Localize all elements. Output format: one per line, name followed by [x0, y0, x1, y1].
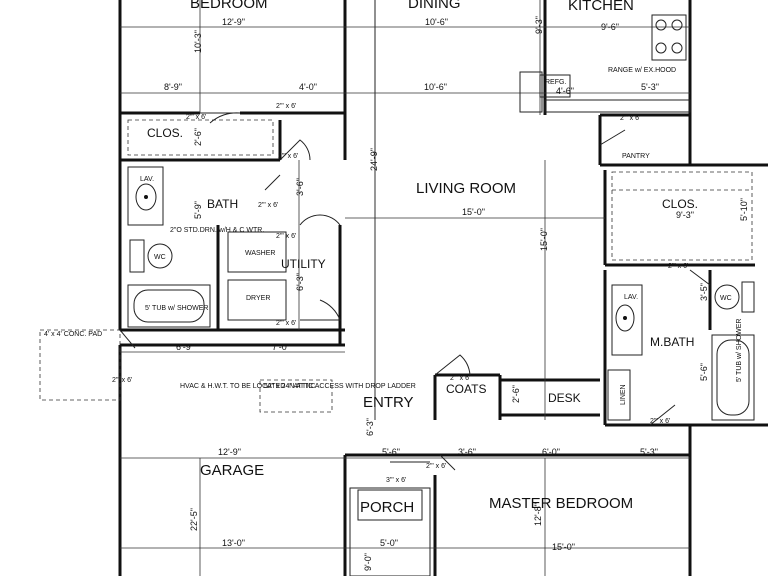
room-clos-right: CLOS. [662, 197, 698, 211]
dim-row2-b: 4'-0" [299, 82, 317, 92]
dim-closr-h: 5'-10" [739, 198, 749, 221]
door-swings [119, 112, 711, 471]
refg-label: REFG. [545, 79, 566, 86]
door-label: 2'" x 6' [276, 320, 296, 327]
dim-desk: 2'-6" [511, 385, 521, 403]
door-label: 2'" x 6' [650, 418, 670, 425]
dim-row5-d: 5'-3" [640, 447, 658, 457]
tub-right-label: 5' TUB w/ SHOWER [736, 319, 743, 382]
room-coats: COATS [446, 382, 486, 396]
lav-left-label: LAV. [140, 176, 154, 183]
linen-label: LINEN [620, 384, 627, 405]
dim-porch-h: 9'-0" [363, 553, 373, 571]
note-attic: 52" x 24" ATTIC ACCESS WITH DROP LADDER [264, 383, 416, 390]
door-label: 2'" x 6' [186, 114, 206, 121]
room-dining: DINING [408, 0, 461, 12]
door-label: 3'" x 6' [386, 477, 406, 484]
dim-clos-l: 2'-6" [193, 128, 203, 146]
dim-closr-w: 9'-3" [676, 210, 694, 220]
dryer-label: DRYER [246, 295, 270, 302]
dim-util-b: 7'-0" [272, 342, 290, 352]
door-label: 2'" x 6' [258, 202, 278, 209]
walls [118, 0, 768, 576]
room-master-bedroom: MASTER BEDROOM [489, 495, 633, 512]
dim-bed-w: 12'-9" [222, 17, 245, 27]
room-m-bath: M.BATH [650, 335, 694, 349]
dim-util-h: 6'-3" [295, 273, 305, 291]
lav-right-label: LAV. [624, 294, 638, 301]
room-desk: DESK [548, 391, 581, 405]
door-label: 2'" x 6' [276, 103, 296, 110]
dim-kit-refg: 4'-6" [556, 86, 574, 96]
dim-mbed-w: 15'-0" [552, 542, 575, 552]
door-label: 2'" x 6' [426, 463, 446, 470]
washer-label: WASHER [245, 250, 275, 257]
room-kitchen: KITCHEN [568, 0, 634, 14]
closet-shelving [127, 119, 753, 261]
notes: HVAC & H.W.T. TO BE LOCATED IN ATTIC 52"… [170, 227, 416, 413]
fixtures [39, 14, 755, 521]
dim-liv-h2: 15'-0" [539, 228, 549, 251]
door-label: 2'" x 6' [668, 263, 688, 270]
door-label: 2'" x 6' [450, 375, 470, 382]
dim-row5-b: 3'-6" [458, 447, 476, 457]
wc-right-label: WC [720, 295, 732, 302]
dim-porch-w: 5'-0" [380, 538, 398, 548]
door-labels: 2'" x 6' 2'" x 6' 2'" x 6' 2'" x 6' 2'" … [112, 103, 688, 484]
dim-util-a: 6'-9" [176, 342, 194, 352]
dim-mbed-h: 12'-8" [533, 503, 543, 526]
dim-row5-a: 5'-6" [382, 447, 400, 457]
note-drain: 2"O STD.DRN. w/H & C WTR. [170, 227, 264, 234]
room-bedroom: BEDROOM [190, 0, 268, 12]
door-label: 2'" x 6' [278, 153, 298, 160]
dim-liv-w: 15'-0" [462, 207, 485, 217]
door-label: 2'" x 6' [112, 377, 132, 384]
tub-left-label: 5' TUB w/ SHOWER [145, 305, 208, 312]
room-labels: BEDROOM DINING KITCHEN CLOS. BATH LAV. W… [44, 0, 743, 516]
room-bath: BATH [207, 197, 238, 211]
dim-bed-h: 10'-3" [193, 30, 203, 53]
dim-gar-w2: 13'-0" [222, 538, 245, 548]
room-utility: UTILITY [281, 257, 326, 271]
dim-liv-h: 24'-9" [369, 148, 379, 171]
room-entry: ENTRY [363, 394, 414, 411]
door-label: 2'" x 6' [276, 233, 296, 240]
room-garage: GARAGE [200, 462, 264, 479]
room-clos-left: CLOS. [147, 126, 183, 140]
dim-mbath-a: 3'-5" [699, 283, 709, 301]
dim-mbath-b: 5'-6" [699, 363, 709, 381]
dim-gar-w: 12'-9" [218, 447, 241, 457]
wc-left-label: WC [154, 254, 166, 261]
room-living: LIVING ROOM [416, 180, 516, 197]
dim-kit-h: 9'-3" [534, 16, 544, 34]
conc-pad-label: 4' x 4' CONC. PAD [44, 331, 102, 338]
door-label: 2'" x 6' [620, 115, 640, 122]
room-porch: PORCH [360, 499, 414, 516]
dimension-labels: 12'-9" 10'-6" 9'-6" 10'-3" 9'-3" 8'-9" 4… [164, 16, 749, 571]
dim-kit-w: 9'-6" [601, 22, 619, 32]
dim-entry-h: 6'-3" [365, 418, 375, 436]
dim-bath-gap: 3'-6" [295, 178, 305, 196]
dim-bath-h: 5'-9" [193, 201, 203, 219]
pantry-label: PANTRY [622, 153, 650, 160]
dim-row2-a: 8'-9" [164, 82, 182, 92]
note-hvac: HVAC & H.W.T. TO BE LOCATED IN ATTIC [180, 383, 316, 390]
dim-row2-d: 5'-3" [641, 82, 659, 92]
range-label: RANGE w/ EX.HOOD [608, 67, 676, 74]
dim-din-w: 10'-6" [425, 17, 448, 27]
dim-row2-c: 10'-6" [424, 82, 447, 92]
dim-gar-h: 22'-5" [189, 508, 199, 531]
dim-row5-c: 6'-0" [542, 447, 560, 457]
